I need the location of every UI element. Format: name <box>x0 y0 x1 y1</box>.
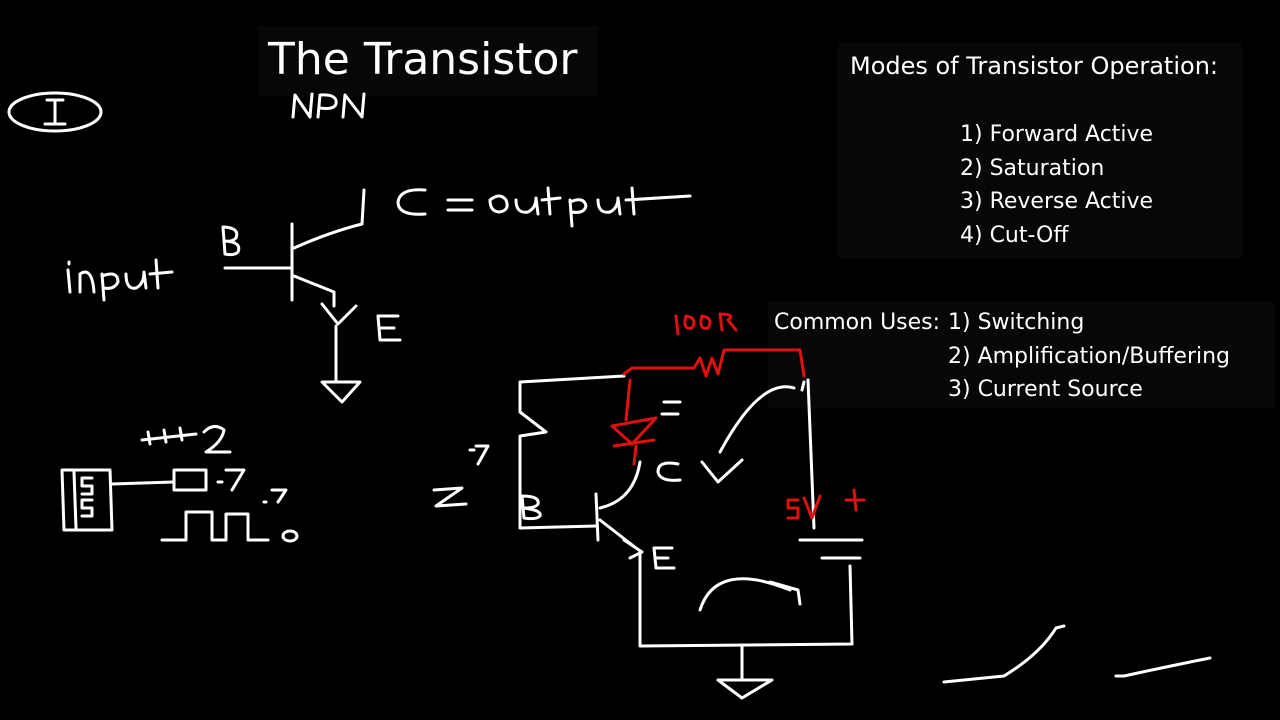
c-equals-output-handwriting <box>396 186 692 228</box>
circuit-sketch <box>432 374 864 700</box>
modes-heading: Modes of Transistor Operation: <box>850 52 1218 80</box>
red-resistor-diode-annotations <box>610 312 866 520</box>
switch-sketch <box>942 624 1212 684</box>
input-handwriting <box>66 258 174 302</box>
use-item: 1) Switching <box>948 310 1085 335</box>
mode-item: 2) Saturation <box>960 155 1105 181</box>
npn-handwriting <box>291 92 366 119</box>
uses-list: 1) Switching 2) Amplification/Buffering … <box>948 306 1230 407</box>
title-box: The Transistor <box>258 26 598 96</box>
modes-panel: Modes of Transistor Operation: 1) Forwar… <box>838 42 1242 258</box>
npn-transistor-symbol <box>221 188 402 404</box>
mode-item: 1) Forward Active <box>960 122 1154 147</box>
modes-list: 1) Forward Active 2) Saturation 3) Rever… <box>960 118 1153 252</box>
page-title: The Transistor <box>268 34 578 85</box>
uses-panel: Common Uses: 1) Switching 2) Amplificati… <box>768 302 1274 408</box>
use-item: 3) Current Source <box>948 377 1143 402</box>
uses-label: Common Uses: <box>774 310 941 335</box>
circled-number-sketch <box>7 91 103 133</box>
mode-item: 3) Reverse Active <box>960 189 1154 214</box>
mode-item: 4) Cut-Off <box>960 222 1069 248</box>
use-item: 2) Amplification/Buffering <box>948 343 1231 369</box>
timer-555-sketch <box>60 425 299 543</box>
